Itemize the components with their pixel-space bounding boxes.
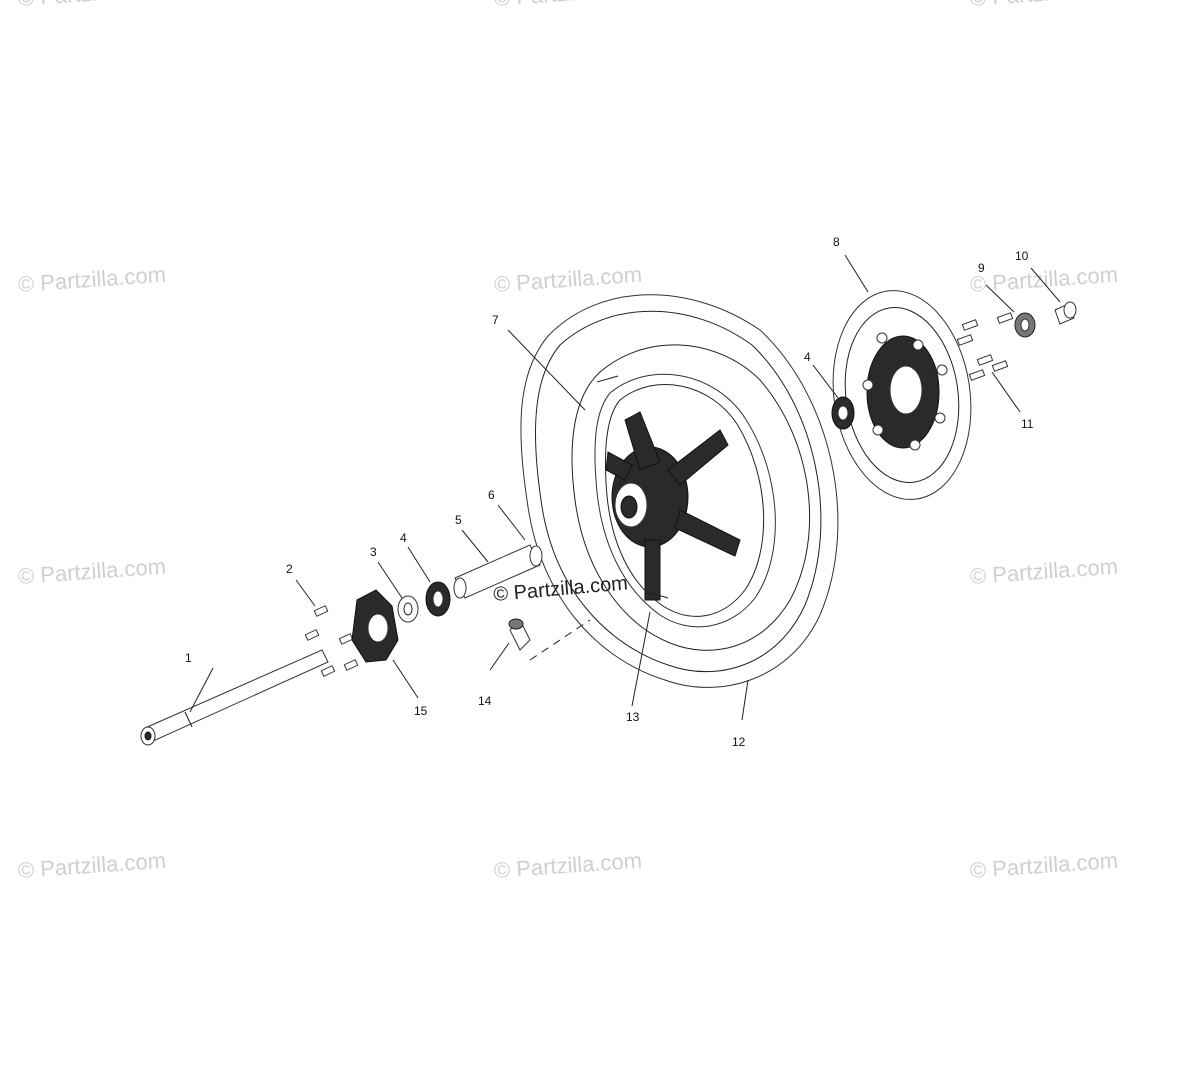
callout-2: 2 bbox=[286, 562, 293, 576]
callout-4-right: 4 bbox=[804, 350, 811, 364]
callout-10: 10 bbox=[1015, 249, 1029, 263]
callout-14: 14 bbox=[478, 694, 492, 708]
callout-9: 9 bbox=[978, 261, 985, 275]
axle[interactable] bbox=[140, 649, 329, 746]
disc-bolts[interactable] bbox=[956, 312, 1014, 381]
brake-disc[interactable] bbox=[820, 282, 984, 509]
callout-15: 15 bbox=[414, 704, 428, 718]
callout-13: 13 bbox=[626, 710, 640, 724]
callout-8: 8 bbox=[833, 235, 840, 249]
hub-bolts[interactable] bbox=[304, 605, 359, 677]
callout-1: 1 bbox=[185, 651, 192, 665]
leader-lines bbox=[189, 254, 1061, 721]
axle-cap[interactable] bbox=[1054, 301, 1077, 325]
hub-flange[interactable] bbox=[351, 589, 399, 663]
callout-11: 11 bbox=[1021, 417, 1034, 431]
bearing-right[interactable] bbox=[831, 396, 855, 430]
callout-6: 6 bbox=[488, 488, 495, 502]
bearing-left[interactable] bbox=[425, 581, 451, 617]
callout-3: 3 bbox=[370, 545, 377, 559]
rim[interactable] bbox=[594, 373, 776, 628]
callout-7: 7 bbox=[492, 313, 499, 327]
valve-stem[interactable] bbox=[508, 618, 531, 651]
spacer-tube[interactable] bbox=[453, 544, 543, 599]
spacer-right[interactable] bbox=[1014, 312, 1036, 338]
spacer-washer[interactable] bbox=[397, 595, 419, 623]
callout-4-left: 4 bbox=[400, 531, 407, 545]
callout-12: 12 bbox=[732, 735, 746, 749]
callout-5: 5 bbox=[455, 513, 462, 527]
